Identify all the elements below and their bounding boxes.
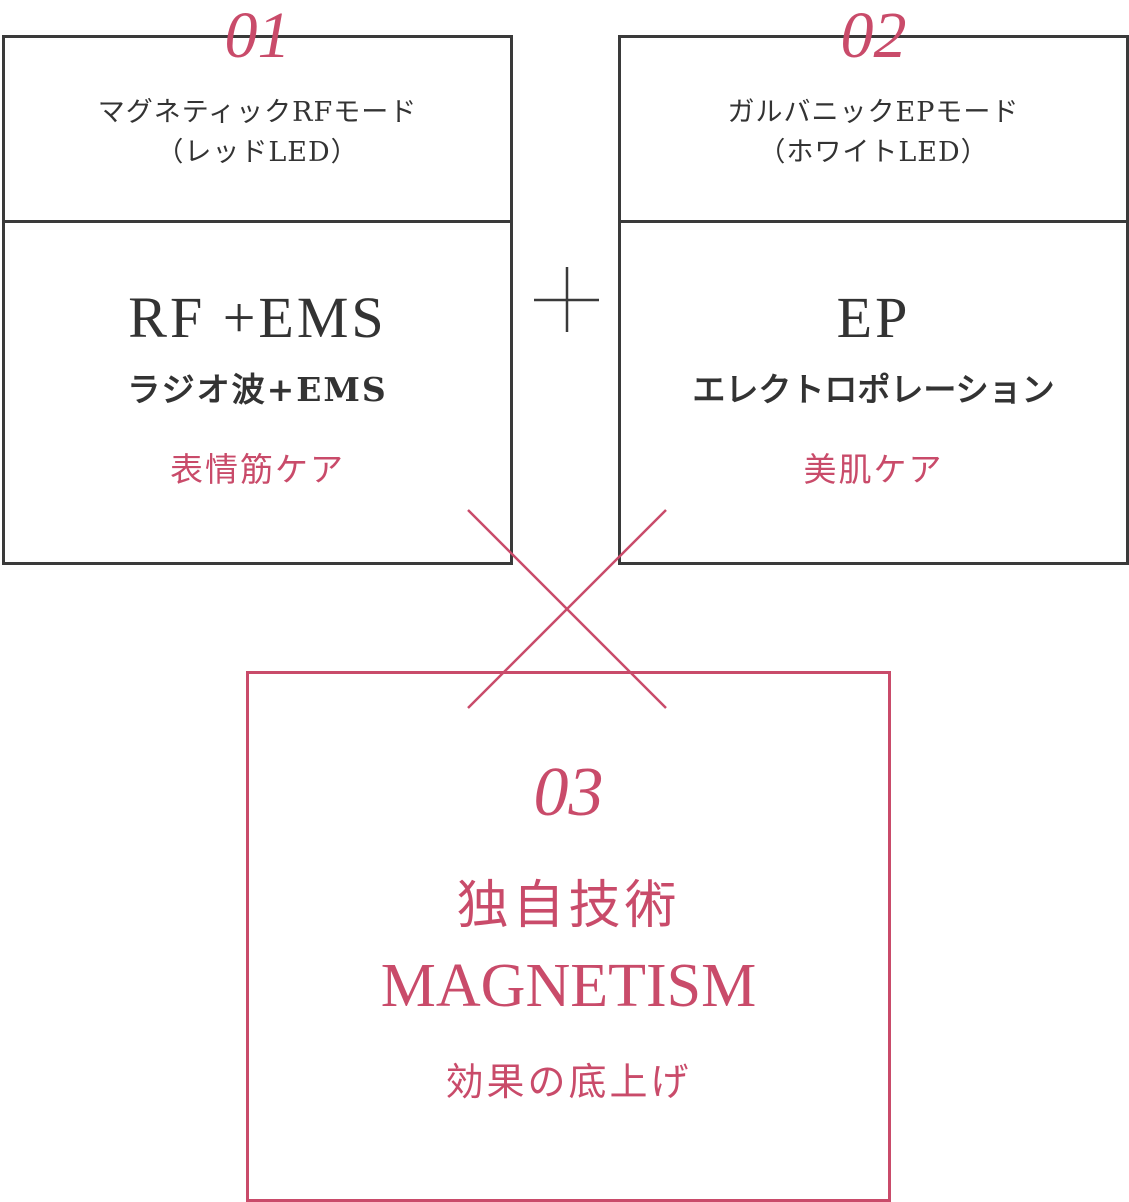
mode-technology: EP	[836, 285, 911, 350]
mode-benefit: 美肌ケア	[803, 450, 944, 489]
mode-number: 01	[224, 0, 291, 72]
divider	[621, 220, 1126, 223]
result-card: 03 独自技術 MAGNETISM 効果の底上げ	[246, 671, 891, 1202]
mode-card-rf: マグネティックRFモード （レッドLED） RF +EMS ラジオ波+EMS 表…	[2, 35, 513, 565]
mode-number: 02	[840, 0, 907, 72]
mode-card-ep: ガルバニックEPモード （ホワイトLED） EP エレクトロポレーション 美肌ケ…	[618, 35, 1129, 565]
mode-name: ガルバニックEPモード	[727, 97, 1020, 128]
mode-header: マグネティックRFモード （レッドLED）	[5, 93, 510, 173]
plus-icon	[534, 267, 599, 332]
mode-name: マグネティックRFモード	[97, 97, 418, 128]
result-title: 独自技術	[456, 876, 681, 936]
mode-technology-jp: エレクトロポレーション	[692, 370, 1055, 409]
mode-technology: RF +EMS	[128, 285, 387, 350]
result-number: 03	[533, 754, 604, 831]
result-tagline: 効果の底上げ	[445, 1060, 692, 1104]
mode-technology-jp: ラジオ波+EMS	[127, 370, 388, 409]
mode-led: （レッドLED）	[156, 137, 359, 168]
divider	[5, 220, 510, 223]
mode-benefit: 表情筋ケア	[170, 450, 345, 489]
mode-led: （ホワイトLED）	[758, 137, 989, 168]
result-brand: MAGNETISM	[380, 952, 757, 1020]
mode-header: ガルバニックEPモード （ホワイトLED）	[621, 93, 1126, 173]
